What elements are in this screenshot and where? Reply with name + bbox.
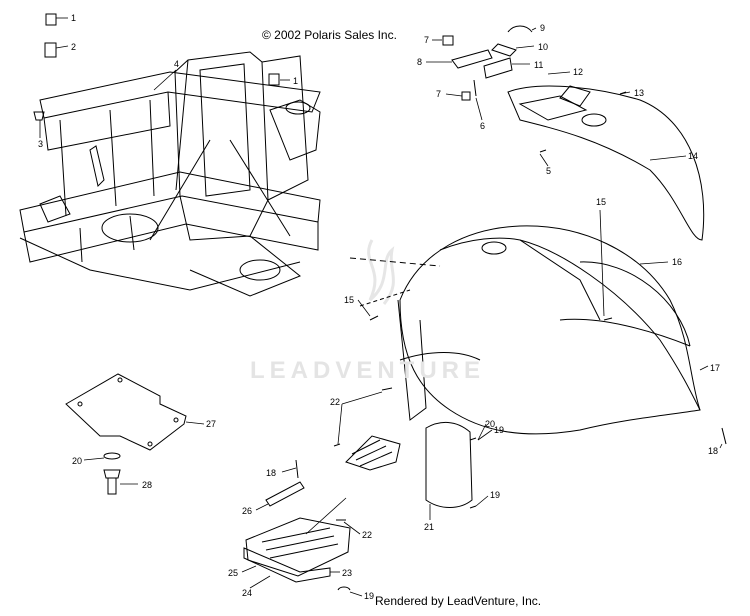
part-27-skid-plate [65,373,187,451]
callout-27: 27 [206,419,216,429]
callout-13: 13 [634,88,644,98]
callout-9: 9 [540,23,545,33]
part-2-bumper [44,42,57,58]
callout-2: 2 [71,42,76,52]
part-3-plug [33,111,45,121]
callout-1b: 1 [293,76,298,86]
part-14-rear-fender [507,85,705,241]
fasteners [295,91,727,591]
part-1-bumper-b [268,73,280,86]
part-20-washer [103,452,121,460]
callout-22b: 22 [362,530,372,540]
part-11-module [483,57,513,79]
callout-18b: 18 [266,468,276,478]
callout-20b: 20 [72,456,82,466]
callout-15b: 15 [344,295,354,305]
rendered-by-text: Rendered by LeadVenture, Inc. [375,594,542,608]
part-6-screw [473,79,477,97]
leader-lines [39,17,723,597]
callout-19b: 19 [490,490,500,500]
callout-4: 4 [174,59,179,69]
callout-1: 1 [71,13,76,23]
part-10-relay [491,43,517,57]
part-26-strip [265,481,305,507]
callout-6: 6 [480,121,485,131]
callout-23: 23 [342,568,352,578]
part-21-mud-flap [425,422,473,508]
small-parts-topleft [33,13,280,121]
callout-12: 12 [573,67,583,77]
callout-5: 5 [546,166,551,176]
part-7-nut-b [461,91,471,101]
part-16-front-fender [399,225,701,435]
part-7-nut-a [442,35,454,46]
callout-26: 26 [242,506,252,516]
callout-18: 18 [708,446,718,456]
copyright-text: © 2002 Polaris Sales Inc. [262,28,397,42]
callout-20: 20 [485,419,495,429]
callout-7b: 7 [436,89,441,99]
callout-21: 21 [424,522,434,532]
callout-11: 11 [534,60,543,70]
part-1-bumper-a [45,13,57,26]
footrest-bracket [345,435,401,471]
callout-16: 16 [672,257,682,267]
callout-24: 24 [242,588,252,598]
part-25-footrest-trim [243,547,331,583]
rear-parts [442,25,533,101]
callout-19c: 19 [364,591,374,601]
watermark-text: LEADVENTURE [250,357,486,384]
frame-assembly [19,51,321,297]
callout-15: 15 [596,197,606,207]
callout-3: 3 [38,139,43,149]
callout-8: 8 [417,57,422,67]
callout-17: 17 [710,363,720,373]
callout-25: 25 [228,568,238,578]
part-28-bolt [103,469,121,495]
callout-10: 10 [538,42,548,52]
callout-14: 14 [688,151,698,161]
callout-7: 7 [424,35,429,45]
watermark-logo-icon [367,239,395,305]
callout-numbers: 1 2 3 4 1 7 8 7 6 9 10 11 12 13 14 5 15 … [38,13,720,601]
callout-28: 28 [142,480,152,490]
part-23-footrest [245,517,351,577]
callout-19: 19 [494,425,504,435]
callout-22: 22 [330,397,340,407]
part-9-clip [507,25,533,33]
part-8-bracket [451,49,493,69]
